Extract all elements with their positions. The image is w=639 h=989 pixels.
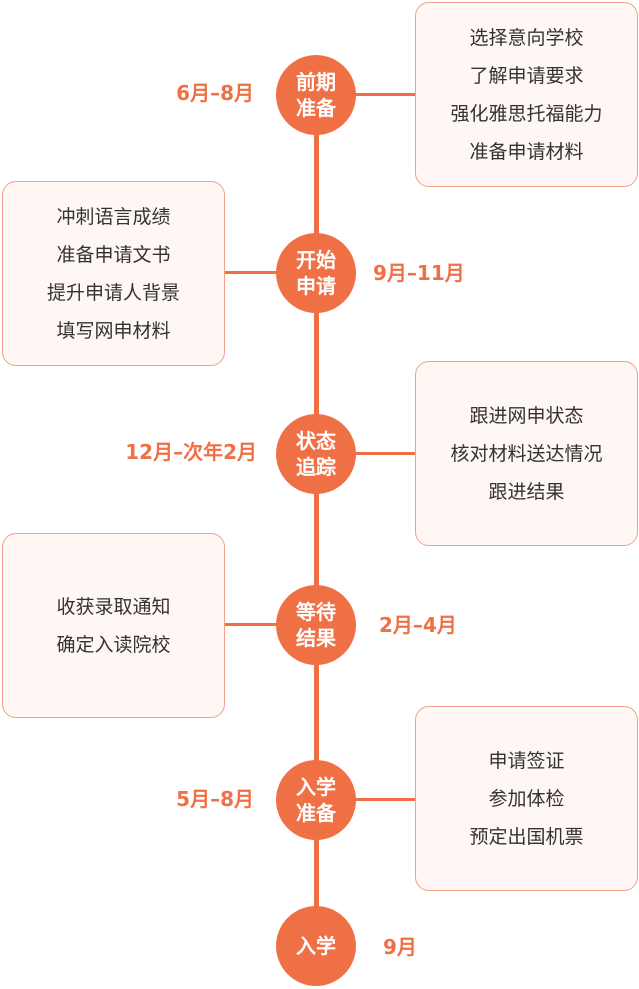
connector-4 [224, 623, 282, 626]
stage-1-item-4: 准备申请材料 [469, 140, 584, 163]
stage-1-name-line1: 前期 [296, 70, 336, 94]
stage-2-date: 9月–11月 [373, 261, 465, 285]
stage-node-3: 状态 追踪 [276, 414, 356, 494]
stage-1-card: 选择意向学校 了解申请要求 强化雅思托福能力 准备申请材料 [415, 2, 638, 187]
stage-node-1: 前期 准备 [276, 55, 356, 135]
stage-3-name-line2: 追踪 [296, 455, 336, 479]
stage-1-item-3: 强化雅思托福能力 [450, 102, 603, 125]
stage-3-item-3: 跟进结果 [488, 480, 565, 503]
stage-2-card: 冲刺语言成绩 准备申请文书 提升申请人背景 填写网申材料 [2, 181, 225, 366]
timeline-axis [314, 80, 319, 960]
stage-4-item-1: 收获录取通知 [56, 595, 171, 618]
stage-3-card: 跟进网申状态 核对材料送达情况 跟进结果 [415, 361, 638, 546]
stage-3-item-1: 跟进网申状态 [469, 404, 584, 427]
stage-1-date: 6月–8月 [176, 81, 254, 105]
stage-5-item-1: 申请签证 [488, 749, 565, 772]
stage-5-name-line2: 准备 [296, 801, 336, 825]
stage-5-item-2: 参加体检 [488, 787, 565, 810]
stage-node-2: 开始 申请 [276, 233, 356, 313]
connector-5 [355, 798, 417, 801]
stage-2-item-3: 提升申请人背景 [46, 281, 180, 304]
stage-node-5: 入学 准备 [276, 760, 356, 840]
stage-4-date: 2月–4月 [379, 613, 457, 637]
stage-1-name-line2: 准备 [296, 96, 336, 120]
stage-1-item-2: 了解申请要求 [469, 64, 584, 87]
stage-6-name-line1: 入学 [296, 934, 336, 958]
stage-3-date: 12月–次年2月 [125, 440, 257, 464]
stage-3-name-line1: 状态 [296, 429, 336, 453]
stage-2-name-line2: 申请 [296, 274, 336, 298]
stage-4-item-2: 确定入读院校 [56, 633, 171, 656]
stage-2-name-line1: 开始 [296, 248, 336, 272]
stage-4-card: 收获录取通知 确定入读院校 [2, 533, 225, 718]
stage-4-name-line1: 等待 [296, 600, 336, 624]
stage-4-name-line2: 结果 [296, 626, 336, 650]
stage-5-item-3: 预定出国机票 [469, 825, 584, 848]
stage-2-item-4: 填写网申材料 [56, 319, 171, 342]
stage-2-item-2: 准备申请文书 [56, 243, 171, 266]
stage-5-name-line1: 入学 [296, 775, 336, 799]
connector-2 [224, 271, 282, 274]
stage-3-item-2: 核对材料送达情况 [450, 442, 603, 465]
connector-3 [355, 452, 417, 455]
connector-1 [355, 93, 417, 96]
stage-1-item-1: 选择意向学校 [469, 26, 584, 49]
stage-5-date: 5月–8月 [176, 787, 254, 811]
stage-node-4: 等待 结果 [276, 585, 356, 665]
stage-2-item-1: 冲刺语言成绩 [56, 205, 171, 228]
stage-6-date: 9月 [383, 935, 417, 959]
stage-node-6: 入学 [276, 906, 356, 986]
stage-5-card: 申请签证 参加体检 预定出国机票 [415, 706, 638, 891]
